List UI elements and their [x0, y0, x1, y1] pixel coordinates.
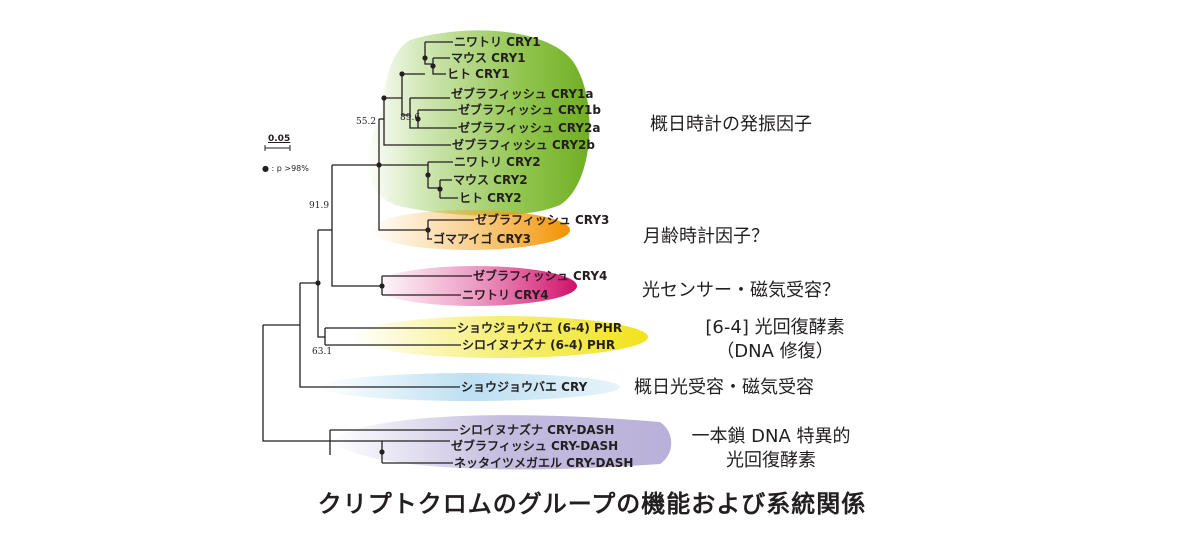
node-marker — [315, 280, 321, 286]
clade-highlight-yellow — [352, 316, 648, 358]
node-marker — [422, 55, 428, 61]
leaf-label: ショウジョウバエ CRY — [461, 380, 588, 394]
bootstrap-value: 63.1 — [312, 347, 332, 357]
leaf-label: ゼブラフィッシュ CRY-DASH — [451, 438, 618, 453]
node-marker — [381, 95, 387, 101]
leaf-label: ゼブラフィッシュ CRY3 — [475, 212, 609, 227]
leaf-labels: ニワトリ CRY1 マウス CRY1 ヒト CRY1 ゼブラフィッシュ CRY1… — [433, 35, 633, 470]
function-label-lunar: 月齢時計因子？ — [643, 226, 769, 247]
leaf-label: ヒト CRY1 — [447, 67, 510, 81]
leaf-label: ゴマアイゴ CRY3 — [433, 231, 531, 246]
function-label-photosensor: 光センサー・磁気受容？ — [642, 280, 840, 301]
leaf-label: ゼブラフィッシュ CRY2a — [458, 120, 600, 135]
node-marker — [437, 186, 443, 192]
scale-bar — [264, 145, 291, 151]
tree-branches — [262, 41, 474, 464]
leaf-label: ニワトリ CRY4 — [462, 288, 549, 302]
leaf-label: ゼブラフィッシュ CRY1b — [458, 102, 601, 117]
leaf-label: ニワトリ CRY1 — [454, 35, 541, 49]
node-marker — [376, 162, 382, 168]
leaf-label: ゼブラフィッシュ CRY2b — [452, 137, 595, 152]
bootstrap-value: 89.6 — [400, 113, 420, 123]
node-marker — [425, 227, 431, 233]
bootstrap-value: 55.2 — [356, 117, 376, 127]
function-label-64phr-line2: （DNA 修復） — [716, 341, 834, 362]
figure-title: クリプトクロムのグループの機能および系統関係 — [317, 490, 867, 518]
leaf-label: ニワトリ CRY2 — [454, 155, 541, 169]
function-label-64phr: [6-4] 光回復酵素 （DNA 修復） — [680, 316, 870, 364]
support-nodes — [315, 55, 443, 455]
node-marker — [379, 449, 385, 455]
clade-highlight-green — [366, 30, 590, 216]
function-label-ssdna-line2: 光回復酵素 — [726, 450, 816, 471]
node-marker — [425, 172, 431, 178]
function-label-circadian-photo: 概日光受容・磁気受容 — [634, 377, 814, 398]
function-label-ssdna: 一本鎖 DNA 特異的 光回復酵素 — [676, 425, 866, 473]
node-marker — [415, 116, 421, 122]
leaf-label: ゼブラフィッシュ CRY4 — [473, 268, 607, 283]
leaf-label: ゼブラフィッシュ CRY1a — [451, 86, 593, 101]
node-marker — [379, 283, 385, 289]
node-marker — [430, 63, 436, 69]
node-marker — [399, 71, 405, 77]
clade-highlight-orange — [370, 210, 570, 250]
function-label-64phr-line1: [6-4] 光回復酵素 — [705, 317, 845, 338]
leaf-label: シロイヌナズナ (6-4) PHR — [462, 337, 615, 352]
bootstrap-value: 91.9 — [309, 201, 329, 211]
leaf-label: ネッタイツメガエル CRY-DASH — [454, 455, 633, 470]
legend-text: ● : p >98% — [262, 164, 309, 173]
scale-bar-label: 0.05 — [268, 134, 291, 144]
clade-highlight-purple — [330, 415, 672, 470]
leaf-label: マウス CRY1 — [451, 51, 526, 65]
leaf-label: ショウジョウバエ (6-4) PHR — [457, 321, 622, 335]
function-label-ssdna-line1: 一本鎖 DNA 特異的 — [691, 426, 851, 447]
function-label-oscillator: 概日時計の発振因子 — [650, 114, 812, 135]
leaf-label: マウス CRY2 — [453, 173, 528, 187]
clade-highlight-blue — [320, 373, 620, 401]
leaf-label: シロイヌナズナ CRY-DASH — [459, 422, 614, 437]
leaf-label: ヒト CRY2 — [459, 191, 522, 205]
